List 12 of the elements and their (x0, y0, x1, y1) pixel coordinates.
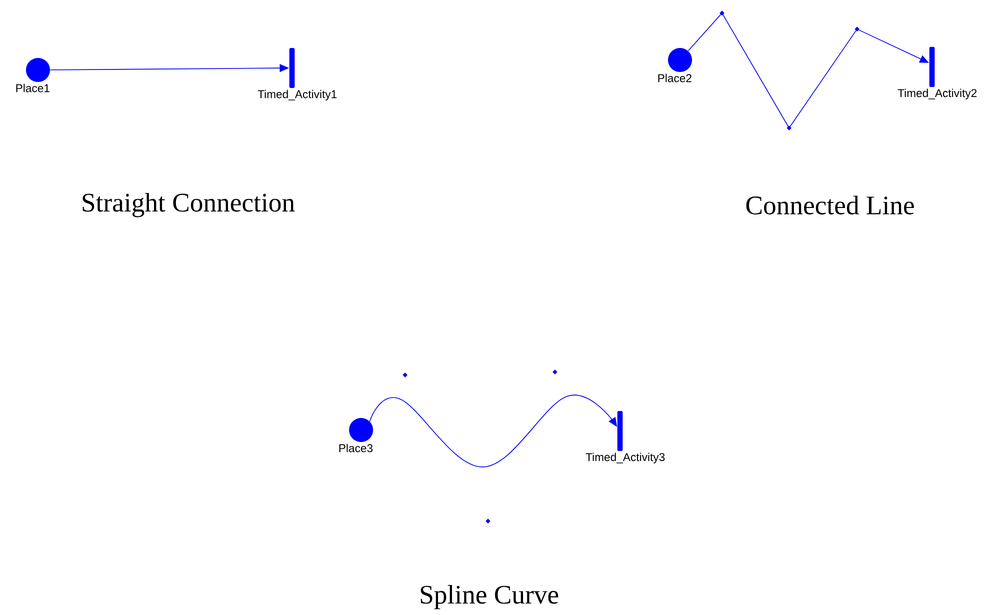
node-label: Timed_Activity2 (898, 88, 977, 100)
transition-bar: Timed_Activity1 (258, 48, 337, 100)
node-label: Place1 (16, 84, 50, 92)
transition-bar: Timed_Activity3 (586, 410, 665, 464)
caption: Spline Curve (420, 585, 558, 610)
node-label: Place2 (658, 74, 692, 82)
node-label: Timed_Activity3 (586, 452, 665, 464)
caption: Straight Connection (82, 192, 295, 218)
node-label: Timed_Activity1 (258, 90, 337, 100)
node-label: Place3 (339, 444, 373, 452)
transition-bar: Timed_Activity2 (898, 46, 977, 100)
caption: Connected Line (746, 196, 914, 214)
